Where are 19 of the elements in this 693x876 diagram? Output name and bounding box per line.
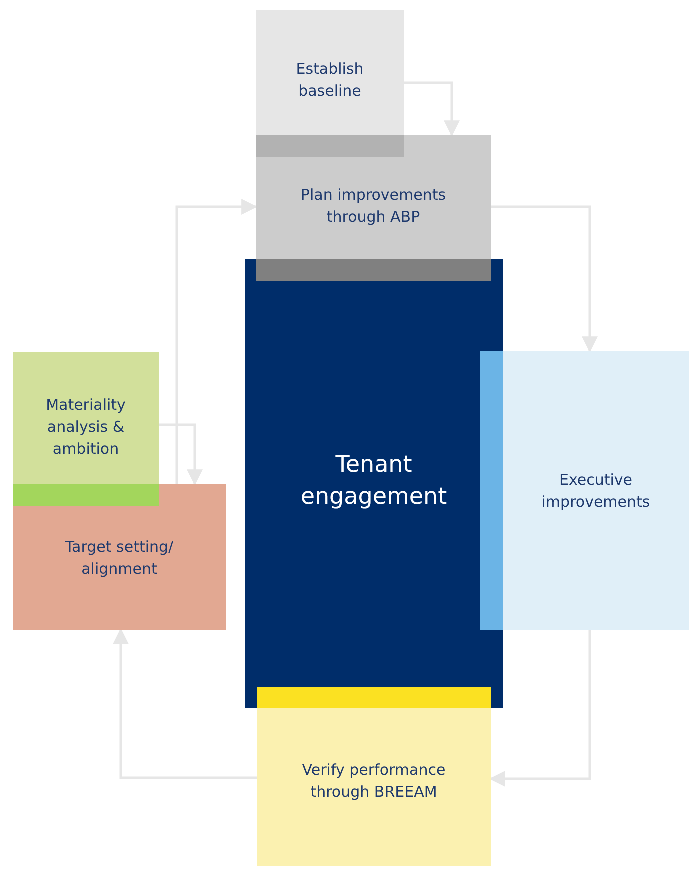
connector-arrow	[159, 424, 203, 486]
connector-arrow	[176, 199, 258, 484]
process-box	[13, 484, 226, 630]
process-box	[256, 135, 491, 281]
process-box	[256, 10, 404, 135]
connector-arrow	[113, 628, 257, 780]
connector-arrow	[404, 82, 460, 137]
node-label: Materiality analysis & ambition	[45, 395, 127, 460]
node-label: Establish baseline	[295, 59, 365, 102]
connector-arrow	[489, 630, 592, 787]
process-box	[480, 351, 689, 630]
process-box	[257, 687, 491, 866]
process-box	[13, 352, 159, 484]
node-label: Executive improvements	[540, 470, 652, 513]
node-title: Tenant engagement	[300, 451, 448, 512]
node-label: Plan improvements through ABP	[300, 185, 448, 228]
node-label: Target setting/ alignment	[64, 537, 175, 580]
node-label: Verify performance through BREEAM	[301, 760, 447, 803]
connector-arrow	[491, 206, 598, 353]
